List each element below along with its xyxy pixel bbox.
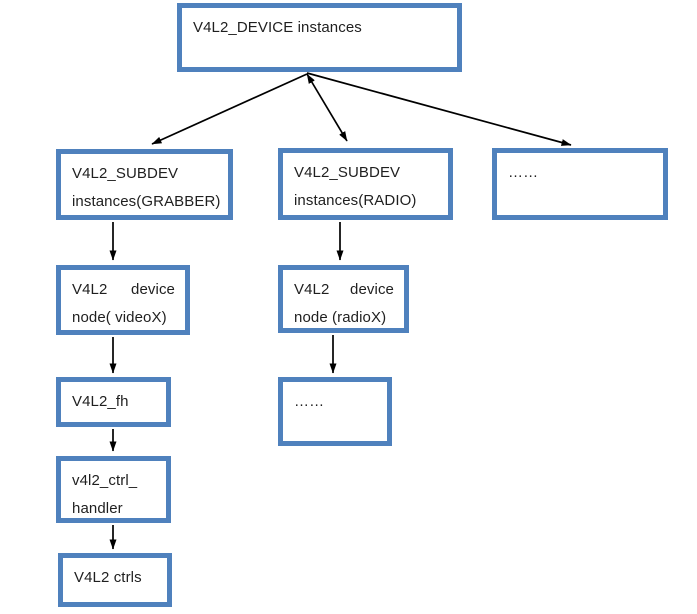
arrow-device-to-grabber [151, 73, 308, 145]
node-radio-device-node: V4L2 device node (radioX) [278, 265, 409, 333]
node-label: …… [508, 164, 539, 181]
arrow-device-to-more [306, 72, 572, 146]
arrow-device-to-radio [306, 73, 348, 142]
node-label: V4L2_fh [72, 393, 129, 410]
node-label-line1: v4l2_ctrl_ [72, 472, 138, 489]
node-subdev-ellipsis: …… [492, 148, 668, 220]
node-label-line1-right: device [350, 281, 394, 298]
node-label-line1: V4L2_SUBDEV [294, 164, 401, 181]
node-v4l2-device-instances: V4L2_DEVICE instances [177, 3, 462, 72]
node-label-line1-left: V4L2 [294, 281, 330, 298]
node-label: V4L2 ctrls [74, 569, 142, 586]
node-label-line2: instances(GRABBER) [72, 193, 221, 210]
node-subdev-radio: V4L2_SUBDEV instances(RADIO) [278, 148, 453, 220]
node-label: …… [294, 393, 325, 410]
node-label-line2: handler [72, 500, 123, 517]
node-label-line1: V4L2 device [294, 276, 394, 304]
node-label-line1: V4L2_SUBDEV [72, 165, 179, 182]
node-v4l2-ctrl-handler: v4l2_ctrl_ handler [56, 456, 171, 523]
node-label-line1-right: device [131, 281, 175, 298]
node-label-line1-left: V4L2 [72, 281, 108, 298]
node-label: V4L2_DEVICE instances [193, 19, 362, 36]
node-label-line2: node( videoX) [72, 309, 167, 326]
node-v4l2-fh: V4L2_fh [56, 377, 171, 427]
node-label-line2: instances(RADIO) [294, 192, 417, 209]
node-video-device-node: V4L2 device node( videoX) [56, 265, 190, 335]
node-label-line2: node (radioX) [294, 309, 387, 326]
node-v4l2-ctrls: V4L2 ctrls [58, 553, 172, 607]
node-radio-ellipsis: …… [278, 377, 392, 446]
node-subdev-grabber: V4L2_SUBDEV instances(GRABBER) [56, 149, 233, 220]
node-label-line1: V4L2 device [72, 276, 175, 304]
